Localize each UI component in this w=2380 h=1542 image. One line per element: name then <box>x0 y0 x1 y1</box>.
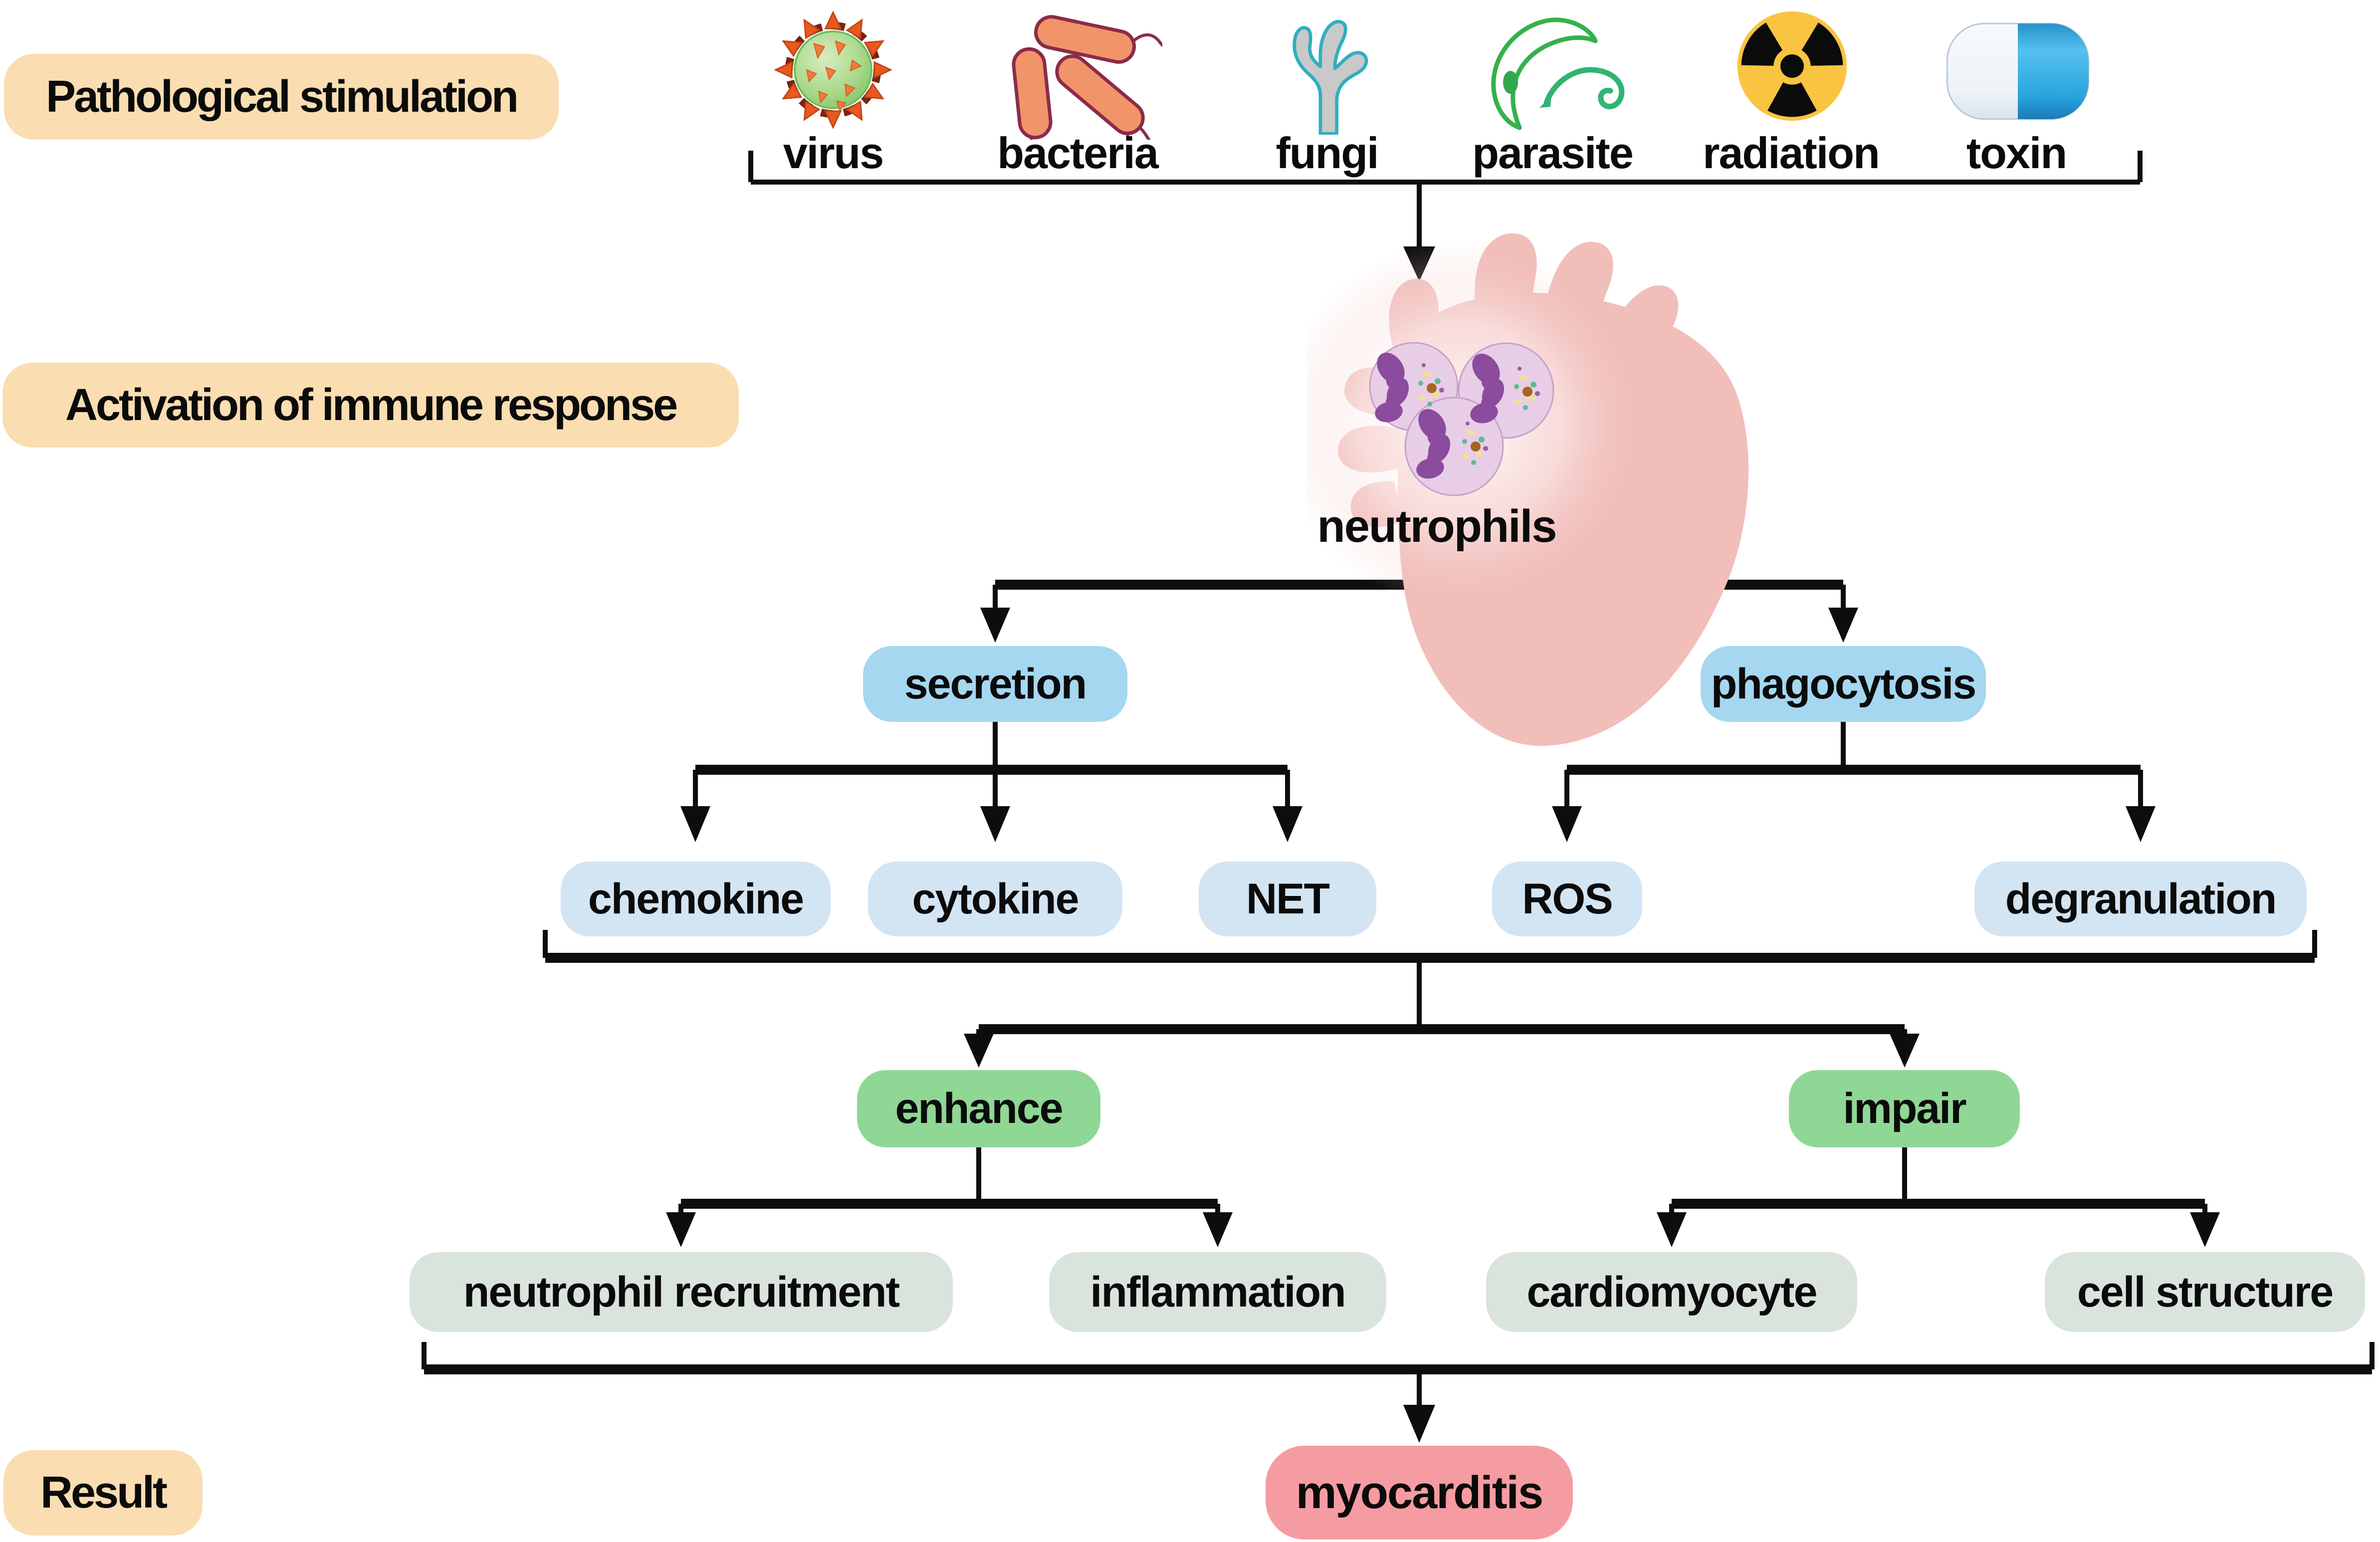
split-secretion <box>680 722 1302 842</box>
node-cell-structure: cell structure <box>2045 1252 2365 1332</box>
split-enhance <box>666 1147 1233 1247</box>
merge-final <box>422 1342 2375 1443</box>
neutrophils-label: neutrophils <box>1317 500 1557 552</box>
stimulus-label-bacteria: bacteria <box>997 128 1159 178</box>
node-degranulation: degranulation <box>1974 862 2307 936</box>
fungi-icon <box>1293 20 1368 135</box>
toxin-icon <box>1946 22 2090 120</box>
stimulus-label-fungi: fungi <box>1276 128 1379 178</box>
label-pathological-stimulation: Pathological stimulation <box>4 54 559 140</box>
node-inflammation: inflammation <box>1049 1252 1386 1332</box>
label-result: Result <box>3 1450 203 1536</box>
split-impair <box>1657 1147 2220 1247</box>
node-secretion: secretion <box>863 646 1127 722</box>
node-net: NET <box>1199 862 1376 936</box>
merge-mediators <box>543 930 2317 1029</box>
radiation-icon <box>1735 11 1849 121</box>
split-phagocytosis <box>1552 722 2156 842</box>
stimulus-label-toxin: toxin <box>1966 128 2067 178</box>
parasite-icon <box>1491 17 1625 130</box>
virus-icon <box>775 11 891 128</box>
stimulus-label-radiation: radiation <box>1703 128 1880 178</box>
node-neutrophil-recruitment: neutrophil recruitment <box>410 1252 953 1332</box>
node-impair: impair <box>1789 1070 2020 1147</box>
bacteria-icon <box>1012 15 1162 140</box>
node-chemokine: chemokine <box>561 862 831 936</box>
stimulus-label-virus: virus <box>783 128 884 178</box>
node-enhance: enhance <box>857 1070 1100 1147</box>
node-phagocytosis: phagocytosis <box>1701 646 1986 722</box>
node-cytokine: cytokine <box>868 862 1122 936</box>
heart-with-neutrophils-illustration <box>1307 233 1749 746</box>
node-myocarditis: myocarditis <box>1266 1446 1573 1540</box>
node-cardiomyocyte: cardiomyocyte <box>1486 1252 1857 1332</box>
label-activation-of-immune-response: Activation of immune response <box>2 363 739 447</box>
stimuli-bracket <box>748 151 2143 185</box>
stimulus-label-parasite: parasite <box>1472 128 1634 178</box>
node-ros: ROS <box>1492 862 1642 936</box>
split-effects <box>964 1024 1920 1068</box>
